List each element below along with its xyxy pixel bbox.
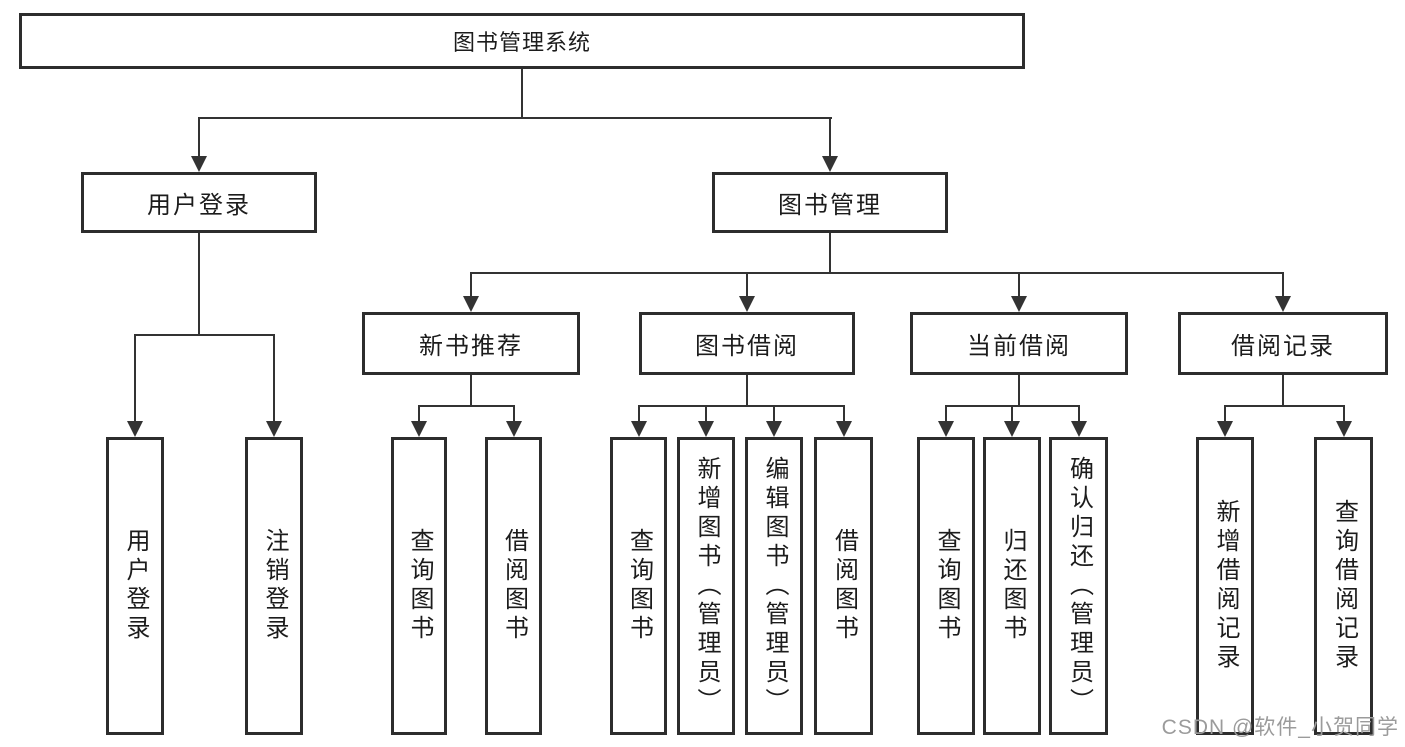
leaf-br-add-record-label: 新增借阅记录 [1212,499,1239,673]
node-book-management-label: 图书管理 [778,192,882,219]
connector-vline [843,405,845,425]
leaf-cb-query-books-label: 查询图书 [933,528,960,644]
connector-vline [746,272,748,300]
connector-hline [638,405,845,407]
connector-vline [513,405,515,425]
connector-hline [134,334,275,336]
connector-vline [470,375,472,407]
connector-vline [638,405,640,425]
connector-vline [746,375,748,407]
leaf-bb-edit-books-admin: 编辑图书（管理员） [745,437,803,735]
connector-vline [521,69,523,119]
connector-hline [198,117,832,119]
connector-vline [1343,405,1345,425]
connector-vline [198,233,200,336]
arrow-down-icon [766,421,782,437]
leaf-br-add-record: 新增借阅记录 [1196,437,1254,735]
node-borrow-records: 借阅记录 [1178,312,1388,375]
arrow-down-icon [191,156,207,172]
leaf-cb-confirm-return-admin-label: 确认归还（管理员） [1065,455,1093,717]
connector-vline [1078,405,1080,425]
leaf-cb-return-books-label: 归还图书 [999,528,1026,644]
arrow-down-icon [698,421,714,437]
connector-vline [470,272,472,300]
leaf-nb-query-books: 查询图书 [391,437,447,735]
leaf-bb-add-books-admin-label: 新增图书（管理员） [693,455,720,717]
node-current-borrowing-label: 当前借阅 [967,333,1071,360]
connector-vline [1018,272,1020,300]
csdn-watermark: CSDN @软件_小贺同学 [1161,716,1399,739]
connector-vline [945,405,947,425]
connector-vline [134,334,136,425]
arrow-down-icon [822,156,838,172]
leaf-nb-query-books-label: 查询图书 [406,528,433,644]
arrow-down-icon [1217,421,1233,437]
leaf-br-query-record-label: 查询借阅记录 [1330,499,1358,673]
leaf-bb-edit-books-admin-label: 编辑图书（管理员） [761,455,788,717]
leaf-cb-confirm-return-admin: 确认归还（管理员） [1049,437,1108,735]
node-new-book-recommend: 新书推荐 [362,312,580,375]
arrow-down-icon [836,421,852,437]
leaf-bb-query-books: 查询图书 [610,437,667,735]
leaf-user-login-label: 用户登录 [122,528,149,644]
connector-vline [1018,375,1020,407]
arrow-down-icon [1275,296,1291,312]
connector-vline [1224,405,1226,425]
leaf-nb-borrow-books: 借阅图书 [485,437,542,735]
connector-vline [829,233,831,274]
arrow-down-icon [938,421,954,437]
arrow-down-icon [739,296,755,312]
leaf-bb-borrow-books: 借阅图书 [814,437,873,735]
connector-vline [273,334,275,425]
connector-vline [1282,375,1284,407]
node-book-management: 图书管理 [712,172,948,233]
arrow-down-icon [1004,421,1020,437]
node-book-borrowing-label: 图书借阅 [695,333,799,360]
arrow-down-icon [127,421,143,437]
node-root: 图书管理系统 [19,13,1025,69]
arrow-down-icon [266,421,282,437]
connector-vline [198,117,200,160]
connector-vline [1282,272,1284,300]
leaf-bb-query-books-label: 查询图书 [625,528,653,644]
leaf-br-query-record: 查询借阅记录 [1314,437,1373,735]
connector-vline [705,405,707,425]
arrow-down-icon [506,421,522,437]
connector-hline [1224,405,1345,407]
leaf-bb-borrow-books-label: 借阅图书 [830,528,858,644]
arrow-down-icon [631,421,647,437]
node-user-login: 用户登录 [81,172,317,233]
node-borrow-records-label: 借阅记录 [1231,333,1335,360]
connector-hline [418,405,515,407]
node-current-borrowing: 当前借阅 [910,312,1128,375]
node-user-login-label: 用户登录 [147,192,251,219]
connector-hline [470,272,1284,274]
connector-vline [829,117,831,160]
arrow-down-icon [1071,421,1087,437]
leaf-logout: 注销登录 [245,437,303,735]
arrow-down-icon [411,421,427,437]
connector-vline [418,405,420,425]
connector-vline [1011,405,1013,425]
leaf-nb-borrow-books-label: 借阅图书 [500,528,528,644]
leaf-logout-label: 注销登录 [261,528,288,644]
leaf-cb-query-books: 查询图书 [917,437,975,735]
node-new-book-recommend-label: 新书推荐 [419,333,523,360]
arrow-down-icon [463,296,479,312]
arrow-down-icon [1011,296,1027,312]
node-root-label: 图书管理系统 [452,30,591,55]
leaf-cb-return-books: 归还图书 [983,437,1041,735]
arrow-down-icon [1336,421,1352,437]
node-book-borrowing: 图书借阅 [639,312,855,375]
leaf-bb-add-books-admin: 新增图书（管理员） [677,437,735,735]
leaf-user-login: 用户登录 [106,437,164,735]
connector-vline [773,405,775,425]
